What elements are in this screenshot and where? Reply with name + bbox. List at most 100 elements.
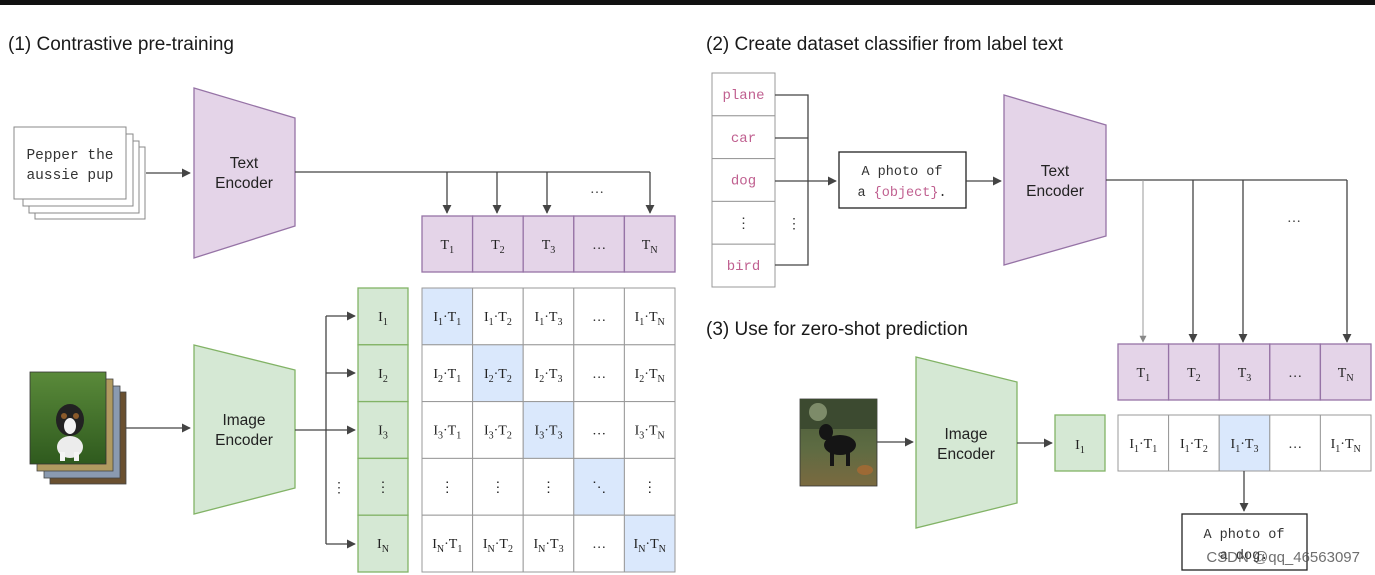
matrix-cell-label: ⋮ [542,480,556,495]
section-title-classifier: (2) Create dataset classifier from label… [706,34,1064,55]
pretrain-image-embedding-label: IN [377,537,389,555]
classifier-text-embedding-cell [1167,343,1220,401]
input-text-line1: Pepper the [26,148,113,164]
pretrain-text-bus [295,171,655,214]
label-bracket [775,94,837,266]
score-cell-label: I1·T2 [1180,437,1208,455]
pretrain-image-embedding-label: ⋮ [376,480,390,495]
matrix-cell [573,401,625,459]
matrix-cell [421,457,474,516]
top-rule [0,0,1375,5]
matrix-cell-label: IN·TN [634,537,666,555]
section-title-pretraining: (1) Contrastive pre-training [8,34,234,55]
score-cell-label: I1·T1 [1129,437,1157,455]
matrix-cell [522,401,575,459]
score-cell [1269,414,1321,472]
label-cell [711,200,776,245]
pretrain-text-encoder: Text Encoder [193,87,296,259]
classifier-text-embedding-cell [1117,343,1170,401]
pretrain-image-embedding-cell [357,457,409,516]
pretrain-text-embedding-cell [573,215,626,273]
matrix-cell-label: I3·T2 [484,424,512,442]
matrix-cell-label: I1·T2 [484,310,512,328]
classifier-text-embeddings: T1 T2 T3 … TN [1117,343,1372,401]
prompt-template-box: A photo of a {object}. [838,151,967,209]
zeroshot-embedding-label: I1 [1075,438,1085,456]
score-cell [1319,414,1372,472]
label-cell [711,243,776,288]
matrix-cell-label: I3·T1 [433,424,461,442]
matrix-cell [522,514,575,573]
classifier-text-embedding-label: … [1288,366,1302,381]
pretrain-image-embedding-cell [357,344,409,403]
matrix-cell-label: IN·T1 [432,537,462,555]
pretrain-image-bus [295,311,356,549]
classifier-top-dots: … [1287,211,1301,226]
score-cell-label: … [1288,437,1302,452]
matrix-cell-label: I1·T3 [535,310,563,328]
prompt-prefix: a [857,186,873,201]
pretrain-text-embedding-cell [471,215,524,273]
label-text: ⋮ [737,216,751,231]
pretrain-image-embedding-label: I2 [378,367,388,385]
matrix-cell [623,457,676,516]
pretrain-image-encoder-label2: Encoder [215,432,273,449]
matrix-cell [421,514,474,573]
matrix-cell [522,287,575,346]
zeroshot-image-encoder-label2: Encoder [937,446,995,463]
classifier-text-embedding-cell [1269,343,1322,401]
section-title-zeroshot: (3) Use for zero-shot prediction [706,319,968,340]
prompt-placeholder: {object} [874,186,939,201]
score-cell [1117,414,1170,472]
matrix-cell-label: IN·T3 [533,537,563,555]
watermark: CSDN @qq_46563097 [1206,549,1360,566]
pretrain-text-embedding-label: … [592,238,606,253]
score-cell-label: I1·TN [1331,437,1361,455]
matrix-cell-label: ⋮ [440,480,454,495]
label-text: dog [731,174,756,190]
pretrain-top-dots: … [590,182,604,197]
prediction-line2: a dog. [1220,549,1269,564]
score-cell [1168,414,1220,472]
zeroshot-image-encoder: Image Encoder [915,356,1018,529]
pretrain-image-encoder-label1: Image [222,412,265,429]
classifier-text-embedding-label: T1 [1137,366,1151,384]
label-list-side-dots: ⋮ [787,217,801,232]
score-cell [1218,414,1271,472]
pretrain-image-encoder: Image Encoder [193,344,296,515]
classifier-text-embedding-label: T3 [1238,366,1252,384]
classifier-text-embedding-cell [1218,343,1271,401]
puppy-photo-icon [29,371,127,485]
pretrain-text-embedding-cell [421,215,474,273]
label-text: car [731,131,756,147]
matrix-cell-label: I1·TN [635,310,665,328]
matrix-cell-label: I3·TN [635,424,665,442]
matrix-cell-label: I3·T3 [535,424,563,442]
pretrain-image-embedding-cell [357,287,409,346]
pretrain-text-embedding-label: TN [642,238,658,256]
matrix-cell [623,514,676,573]
matrix-cell-label: … [592,424,606,439]
matrix-cell-label: I1·T1 [433,310,461,328]
dog-photo-icon [799,398,878,487]
pretrain-text-embedding-label: T1 [441,238,455,256]
label-text: plane [722,88,764,104]
label-text: bird [727,259,761,275]
classifier-text-embedding-label: TN [1338,366,1354,384]
matrix-cell-label: ⋮ [491,480,505,495]
matrix-cell-label: … [592,367,606,382]
prompt-line1: A photo of [861,165,942,180]
label-cell [711,115,776,160]
matrix-cell-label: I2·T1 [433,367,461,385]
matrix-cell-label: I2·TN [635,367,665,385]
matrix-cell [623,401,676,459]
text-input-stack: Pepper the aussie pup [13,126,146,220]
classifier-text-embedding-label: T2 [1187,366,1201,384]
matrix-cell [522,457,575,516]
input-text-line2: aussie pup [26,168,113,184]
matrix-cell-label: ⋮ [643,480,657,495]
